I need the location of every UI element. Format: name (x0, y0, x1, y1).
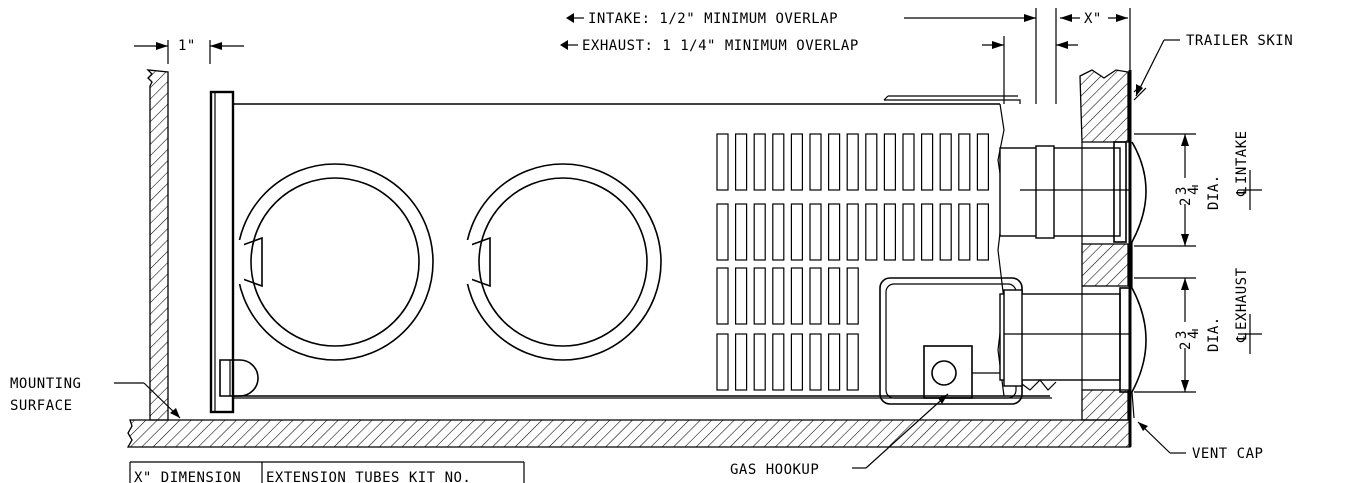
louver-slot (827, 267, 841, 325)
louver-slot (790, 133, 804, 191)
table-col1-header: X" DIMENSION (134, 470, 241, 483)
exhaust-tube (999, 287, 1131, 393)
exhaust-centerline-symbol: ℄ (1234, 333, 1250, 344)
louver-slot (939, 133, 952, 191)
louver-slot (790, 203, 804, 261)
left-wall (146, 69, 169, 421)
louver-slot (716, 133, 729, 191)
vent-cap-callout: VENT CAP (1137, 421, 1263, 462)
intake-overlap-label: INTAKE: 1/2" MINIMUM OVERLAP (588, 11, 838, 27)
front-plate (209, 90, 235, 414)
louver-slot (958, 203, 971, 261)
vent-cap-label: VENT CAP (1192, 446, 1263, 462)
exhaust-centerline-label: EXHAUST (1234, 267, 1250, 330)
louver-slot (846, 267, 859, 325)
louver-slot (753, 203, 766, 261)
trailer-skin-callout: TRAILER SKIN (1135, 33, 1293, 97)
louver-slot (883, 133, 897, 191)
exhaust-dia-label: DIA. (1206, 316, 1222, 352)
louver-slot (883, 203, 897, 261)
gas-hookup-label: GAS HOOKUP (730, 462, 819, 478)
exhaust-overlap-label: EXHAUST: 1 1/4" MINIMUM OVERLAP (582, 38, 859, 54)
louver-slot (753, 333, 766, 391)
louver-slot (827, 133, 841, 191)
one-inch-label: 1" (178, 38, 196, 54)
louver-slot (809, 203, 822, 261)
intake-dia-num: 3 (1174, 186, 1190, 195)
louver-slot (846, 203, 859, 261)
louver-slot (716, 203, 729, 261)
louver-slot (716, 333, 729, 391)
louver-slot (846, 133, 859, 191)
table-col2-header: EXTENSION TUBES KIT NO. (266, 470, 471, 483)
control-knob (219, 359, 259, 397)
louver-slot (846, 333, 859, 391)
louver-grille (716, 133, 990, 391)
intake-centerline-symbol: ℄ (1234, 187, 1250, 198)
louver-slot (734, 133, 748, 191)
louver-slot (865, 203, 878, 261)
louver-slot (902, 203, 915, 261)
coil-left (236, 163, 434, 361)
intake-overlap-callout: INTAKE: 1/2" MINIMUM OVERLAP (566, 8, 1037, 104)
louver-slot (734, 333, 748, 391)
louver-slot (716, 267, 729, 325)
one-inch-dimension: 1" (134, 38, 244, 64)
intake-dia-label: DIA. (1206, 174, 1222, 210)
mounting-label-1: MOUNTING (10, 376, 81, 392)
louver-slot (790, 267, 804, 325)
louver-slot (772, 333, 785, 391)
louver-slot (827, 203, 841, 261)
louver-slot (902, 133, 915, 191)
gas-hookup-callout: GAS HOOKUP (730, 393, 949, 478)
intake-tube (999, 141, 1130, 243)
intake-dia-den: 4 (1186, 186, 1202, 195)
louver-slot (772, 203, 785, 261)
coil-right (464, 163, 662, 361)
louver-slot (976, 203, 990, 261)
louver-slot (920, 203, 934, 261)
trailer-skin-label: TRAILER SKIN (1186, 33, 1293, 49)
louver-slot (753, 267, 766, 325)
x-dimension: X" (1060, 8, 1131, 70)
exhaust-overlap-callout: EXHAUST: 1 1/4" MINIMUM OVERLAP (560, 8, 1078, 104)
exhaust-diameter-dimension: 2 3 4 DIA. (1134, 277, 1222, 393)
trailer-wall (1079, 69, 1129, 421)
louver-slot (734, 267, 748, 325)
louver-slot (976, 133, 990, 191)
intake-centerline-label: INTAKE (1234, 130, 1250, 184)
louver-slot (734, 203, 748, 261)
intake-centerline: ℄ INTAKE (1234, 130, 1262, 210)
exhaust-centerline: ℄ EXHAUST (1234, 267, 1262, 354)
louver-slot (958, 133, 971, 191)
louver-slot (809, 267, 822, 325)
louver-slot (772, 267, 785, 325)
louver-slot (865, 133, 878, 191)
louver-slot (790, 333, 804, 391)
x-dimension-label: X" (1084, 11, 1102, 27)
exhaust-dia-den: 4 (1186, 330, 1202, 339)
louver-slot (920, 133, 934, 191)
mounting-surface-callout: MOUNTING SURFACE (10, 376, 181, 419)
louver-slot (809, 333, 822, 391)
intake-diameter-dimension: 2 3 4 DIA. (1134, 133, 1222, 247)
louver-slot (809, 133, 822, 191)
louver-slot (827, 333, 841, 391)
louver-slot (772, 133, 785, 191)
louver-slot (753, 133, 766, 191)
mounting-label-2: SURFACE (10, 398, 73, 414)
louver-slot (939, 203, 952, 261)
exhaust-dia-whole: 2 (1178, 341, 1194, 350)
dimension-table: X" DIMENSION EXTENSION TUBES KIT NO. (129, 461, 525, 483)
vent-cap (1131, 141, 1147, 419)
mounting-floor (126, 419, 1131, 448)
exhaust-dia-num: 3 (1174, 330, 1190, 339)
intake-dia-whole: 2 (1178, 197, 1194, 206)
